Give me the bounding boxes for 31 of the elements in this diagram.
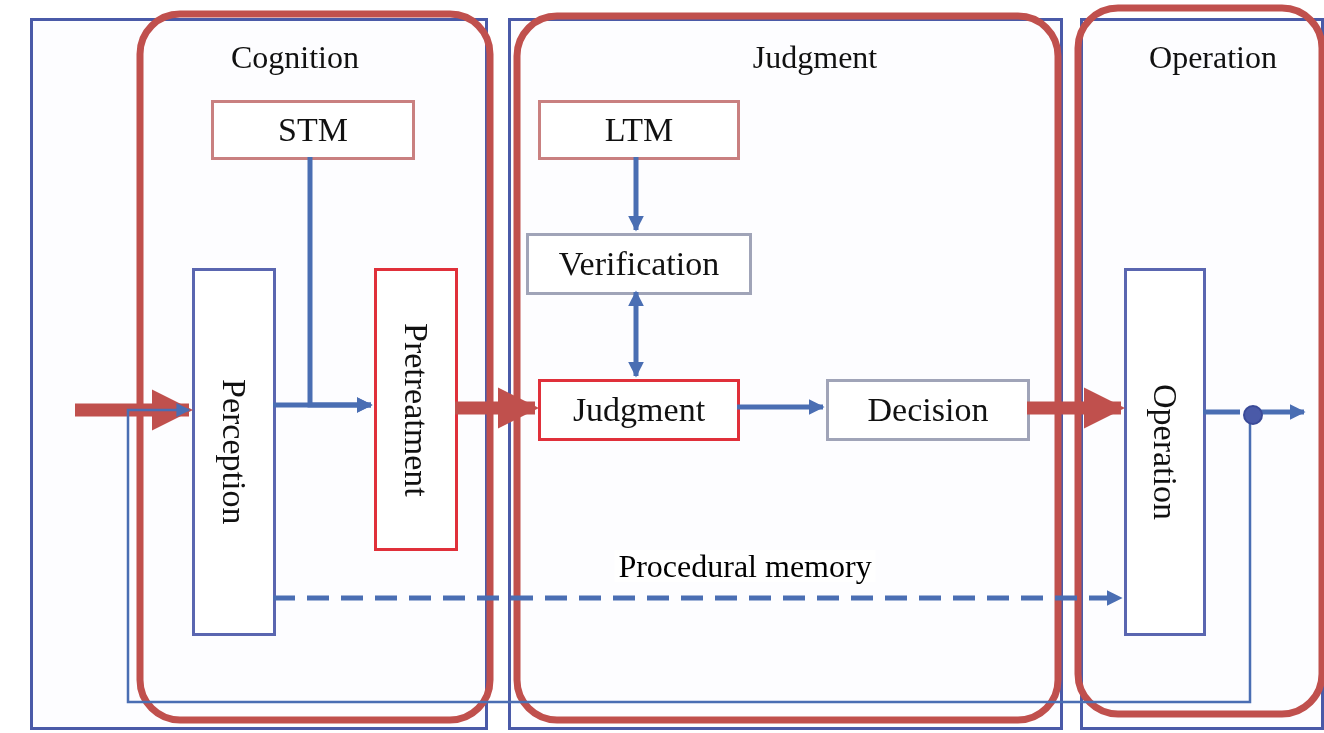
box-label: Operation: [1148, 384, 1182, 520]
box-label: STM: [278, 113, 348, 147]
panel: [30, 18, 488, 730]
arrow: [628, 157, 644, 232]
process-box: [1124, 268, 1206, 636]
panel-heading: Judgment: [752, 41, 878, 73]
process-box: [526, 233, 752, 295]
process-box: [192, 268, 276, 636]
panel-heading: Cognition: [231, 41, 359, 73]
panel-heading: Operation: [1149, 41, 1277, 73]
arrow: [455, 387, 540, 429]
arrow: [1260, 404, 1306, 420]
process-box: [538, 100, 740, 160]
process-box: [211, 100, 415, 160]
box-label: Perception: [217, 379, 251, 525]
arrow: [628, 290, 644, 378]
arrow: [273, 590, 1123, 606]
arrow: [1027, 387, 1126, 429]
box-label: Verification: [558, 247, 720, 281]
box-label: Pretreatment: [399, 322, 433, 497]
process-box: [538, 379, 740, 441]
process-box: [374, 268, 458, 551]
process-box: [826, 379, 1030, 441]
box-label: Judgment: [572, 393, 706, 427]
junction-dot: [1243, 405, 1263, 425]
arrow: [75, 389, 194, 431]
arrow: [737, 399, 825, 415]
box-label: Decision: [867, 393, 989, 427]
arrow: [126, 403, 1252, 704]
box-label: LTM: [604, 113, 674, 147]
arrow: [273, 397, 373, 413]
